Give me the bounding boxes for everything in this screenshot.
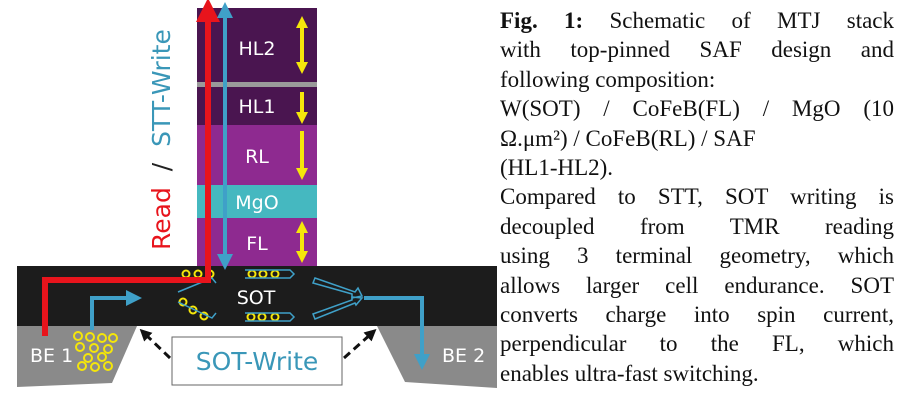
caption-line: using 3 terminal geometry, which xyxy=(500,243,894,269)
mgo-label: MgO xyxy=(235,192,278,214)
caption-line: perpendicular to the FL, which xyxy=(500,331,894,357)
hl2-label: HL2 xyxy=(239,38,276,60)
caption-line: Ω.μm²) / CoFeB(RL) / SAF xyxy=(500,125,756,151)
caption-line: with top-pinned SAF design and xyxy=(500,37,894,63)
sot-label: SOT xyxy=(237,287,276,309)
caption-line: decoupled from TMR reading xyxy=(500,213,894,239)
stt-write-label: STT-Write xyxy=(147,29,176,147)
sot-write-current-out xyxy=(364,296,430,370)
separator-label: / xyxy=(147,162,176,171)
caption-line: allows larger cell endurance. SOT xyxy=(500,272,894,298)
mtj-stack-diagram: HL2 HL1 RL MgO FL BE 1 BE 2 SOT SOT-Writ xyxy=(17,0,497,388)
be1-electrode xyxy=(17,326,137,387)
spin-flow-arrows xyxy=(177,269,364,322)
sot-write-pointer-left xyxy=(139,328,172,360)
sot-write-pointer-right xyxy=(343,329,377,360)
be2-electrode xyxy=(377,326,497,388)
fl-label: FL xyxy=(246,233,268,255)
sot-write-label: SOT-Write xyxy=(196,347,319,376)
spacer-layer xyxy=(197,82,317,87)
hl1-label: HL1 xyxy=(239,96,276,118)
rl-label: RL xyxy=(245,146,269,168)
read-current-path xyxy=(42,0,220,336)
caption-line: following composition: xyxy=(500,66,716,92)
read-stt-write-label: Read / STT-Write xyxy=(147,29,176,250)
figure-caption: Fig. 1: Schematic of MTJ stack with top-… xyxy=(500,6,894,388)
figure-label: Fig. 1: xyxy=(500,8,584,33)
be1-label: BE 1 xyxy=(30,345,73,367)
caption-line: W(SOT) / CoFeB(FL) / MgO (10 xyxy=(500,96,894,122)
read-label: Read xyxy=(147,187,176,250)
caption-line: Fig. 1: Schematic of MTJ stack xyxy=(500,6,894,35)
caption-text: Schematic of MTJ stack xyxy=(583,8,894,33)
caption-line: converts charge into spin current, xyxy=(500,302,894,328)
caption-line: Compared to STT, SOT writing is xyxy=(500,184,894,210)
caption-line: (HL1-HL2). xyxy=(500,155,614,181)
caption-line: enables ultra-fast switching. xyxy=(500,360,759,386)
be2-label: BE 2 xyxy=(442,345,485,367)
sot-write-current-in xyxy=(90,290,142,330)
sot-write-box xyxy=(171,336,343,386)
